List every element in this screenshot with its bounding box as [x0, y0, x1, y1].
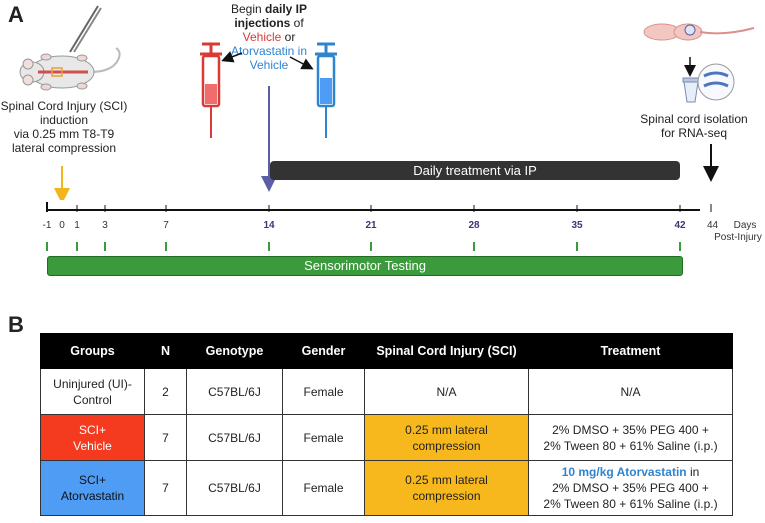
tick-label: 7: [163, 220, 169, 231]
group-cell: SCI+ Atorvastatin: [40, 460, 145, 516]
tick-label: 21: [365, 220, 377, 231]
tick-label: 1: [74, 220, 80, 231]
spinal-cord-mouse-icon: [643, 23, 755, 41]
atorvastatin-syringe-icon: [315, 42, 337, 138]
group-line: SCI+: [78, 422, 106, 437]
atorvastatin-label: Atorvastatin in: [230, 44, 308, 58]
header-gender: Gender: [282, 333, 365, 369]
group-line: Uninjured (UI)-: [53, 376, 132, 391]
tick-label: 0: [59, 220, 65, 231]
sci-cell: 0.25 mm lateral compression: [364, 460, 529, 516]
treatment-cell: 2% DMSO + 35% PEG 400 +2% Tween 80 + 61%…: [528, 414, 733, 461]
header-treatment: Treatment: [528, 333, 733, 369]
isolation-caption: Spinal cord isolation for RNA-seq: [626, 112, 762, 140]
group-line: SCI+: [78, 473, 106, 487]
treatment-line: 2% Tween 80 + 61% Saline (i.p.): [543, 497, 718, 511]
tick-label: 3: [102, 220, 108, 231]
tick-label: 42: [674, 220, 686, 231]
sci-caption-line: induction: [39, 113, 89, 127]
genotype-cell: C57BL/6J: [186, 368, 283, 415]
panel-a-letter: A: [8, 2, 24, 27]
injection-text-bold: injections: [234, 16, 291, 30]
treatment-dose-highlight: 10 mg/kg Atorvastatin: [561, 465, 687, 479]
header-n: N: [144, 333, 187, 369]
gender-cell: Female: [282, 414, 365, 461]
tick-label: 35: [571, 220, 583, 231]
gender-cell: Female: [282, 460, 365, 516]
injection-caption: Begin daily IP injections of Vehicle or …: [214, 2, 324, 72]
sci-line: compression: [412, 489, 481, 503]
table-row: SCI+Vehicle 7 C57BL/6J Female 0.25 mm la…: [40, 414, 733, 461]
vehicle-label: Vehicle: [242, 30, 282, 44]
header-genotype: Genotype: [186, 333, 283, 369]
tick-label: 14: [263, 220, 275, 231]
atorvastatin-label: Vehicle: [249, 58, 289, 72]
group-line: Atorvastatin: [60, 489, 125, 503]
group-cell: SCI+Vehicle: [40, 414, 145, 461]
treatment-line: 2% Tween 80 + 61% Saline (i.p.): [543, 438, 718, 453]
sci-line: 0.25 mm lateral: [405, 422, 488, 437]
rna-tube-icon: [682, 63, 735, 103]
arrow-to-atorvastatin: [289, 56, 314, 70]
genotype-cell: C57BL/6J: [186, 414, 283, 461]
treatment-line: N/A: [620, 384, 641, 399]
treatment-line: 2% DMSO + 35% PEG 400 +: [552, 422, 709, 437]
n-cell: 7: [144, 460, 187, 516]
timeline-axis: [46, 202, 712, 251]
axis-unit-line: Days: [733, 220, 757, 231]
axis-unit-line: Post-Injury: [714, 232, 762, 243]
panel-b-letter: B: [8, 312, 24, 337]
isolation-caption-line: for RNA-seq: [660, 126, 728, 140]
treatment-line: in: [686, 465, 700, 479]
treatment-line: 2% DMSO + 35% PEG 400 +: [552, 481, 709, 495]
mouse-surgery-icon: [19, 5, 121, 91]
annotation-arrows: [54, 51, 719, 200]
sci-caption-line: Spinal Cord Injury (SCI): [0, 99, 128, 113]
group-line: Vehicle: [73, 438, 112, 453]
treatment-cell: N/A: [528, 368, 733, 415]
treatment-bar: Daily treatment via IP: [270, 161, 680, 180]
sci-induction-caption: Spinal Cord Injury (SCI) induction via 0…: [0, 99, 128, 155]
injection-text: or: [281, 30, 296, 44]
arrow-to-vehicle: [221, 51, 243, 63]
sensorimotor-testing-bar: Sensorimotor Testing: [47, 256, 683, 276]
group-line: Control: [73, 392, 112, 407]
group-cell: Uninjured (UI)-Control: [40, 368, 145, 415]
sci-line: compression: [412, 438, 481, 453]
sci-line: N/A: [436, 384, 457, 399]
table-row: SCI+ Atorvastatin 7 C57BL/6J Female 0.25 …: [40, 460, 733, 516]
vehicle-syringe-icon: [200, 42, 222, 138]
gender-cell: Female: [282, 368, 365, 415]
axis-unit-label: Days Post-Injury: [708, 220, 765, 244]
tick-label: 28: [468, 220, 480, 231]
tick-label: -1: [42, 220, 52, 231]
injection-text-bold: daily IP: [265, 2, 308, 16]
n-cell: 7: [144, 414, 187, 461]
header-sci: Spinal Cord Injury (SCI): [364, 333, 529, 369]
table-header-row: Groups N Genotype Gender Spinal Cord Inj…: [40, 333, 733, 369]
treatment-cell: 10 mg/kg Atorvastatin in 2% DMSO + 35% PE…: [528, 460, 733, 516]
sci-line: 0.25 mm lateral: [405, 473, 488, 487]
table-row: Uninjured (UI)-Control 2 C57BL/6J Female…: [40, 368, 733, 415]
end-day-label: 44: [707, 220, 719, 231]
n-cell: 2: [144, 368, 187, 415]
sci-caption-line: via 0.25 mm T8-T9: [13, 127, 115, 141]
genotype-cell: C57BL/6J: [186, 460, 283, 516]
isolation-caption-line: Spinal cord isolation: [640, 112, 748, 126]
header-groups: Groups: [40, 333, 145, 369]
injection-text: Begin: [230, 2, 265, 16]
sci-cell: N/A: [364, 368, 529, 415]
sci-caption-line: lateral compression: [11, 141, 117, 155]
groups-table: Groups N Genotype Gender Spinal Cord Inj…: [40, 333, 733, 516]
injection-text: of: [290, 16, 304, 30]
